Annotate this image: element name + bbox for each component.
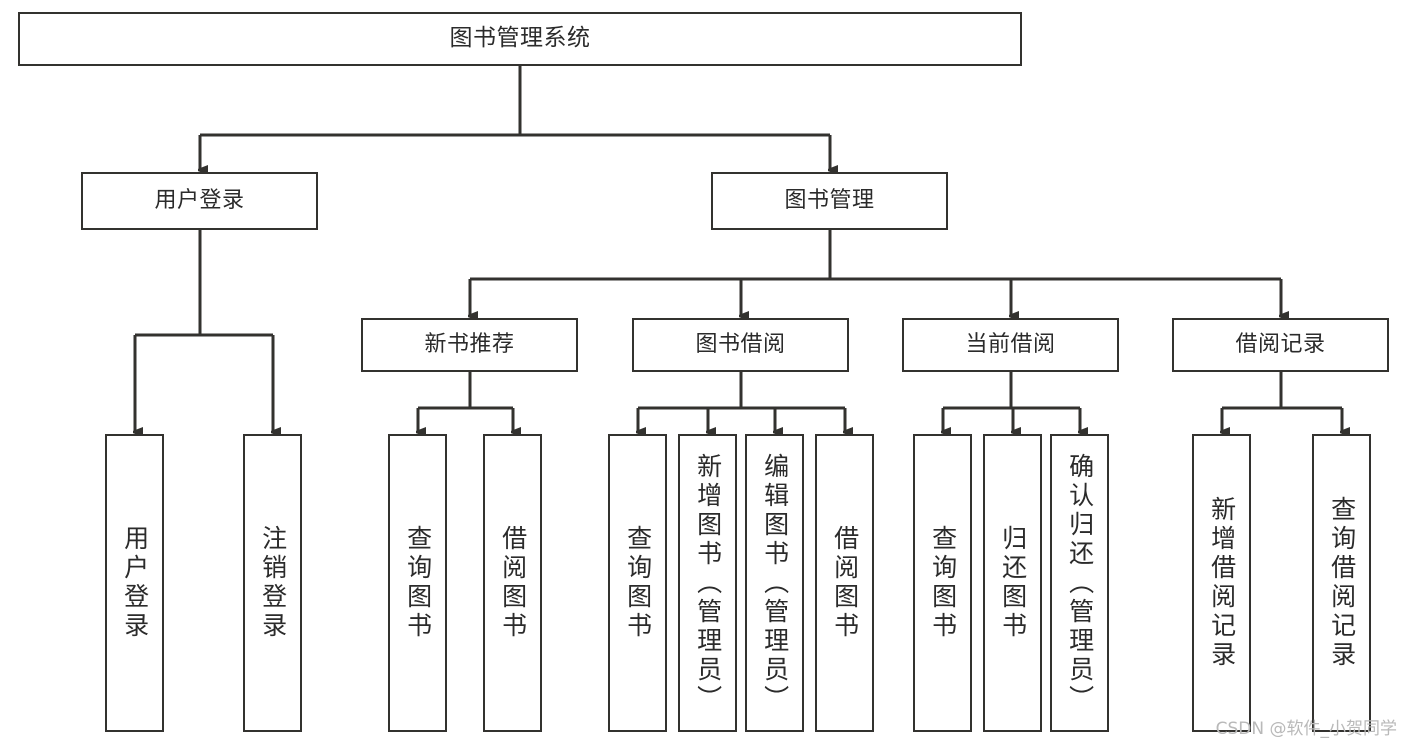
node-label: 查询借阅记录	[1327, 496, 1357, 670]
node-label: 确认归还（管理员）	[1065, 452, 1095, 714]
node-l_qbook2[interactable]: 查询图书	[608, 434, 667, 732]
node-label: 当前借阅	[965, 331, 1056, 357]
node-l_login[interactable]: 用户登录	[105, 434, 164, 732]
node-l_logout[interactable]: 注销登录	[243, 434, 302, 732]
node-bookmgmt[interactable]: 图书管理	[711, 172, 948, 230]
node-l_editbook[interactable]: 编辑图书（管理员）	[745, 434, 804, 732]
node-label: 借阅图书	[830, 525, 860, 641]
node-label: 新增借阅记录	[1207, 496, 1237, 670]
node-label: 图书管理系统	[449, 25, 591, 52]
node-l_addbook[interactable]: 新增图书（管理员）	[678, 434, 737, 732]
node-borrow[interactable]: 图书借阅	[632, 318, 849, 372]
node-l_return[interactable]: 归还图书	[983, 434, 1042, 732]
node-current[interactable]: 当前借阅	[902, 318, 1119, 372]
node-label: 借阅记录	[1235, 331, 1326, 357]
node-login[interactable]: 用户登录	[81, 172, 318, 230]
node-label: 归还图书	[998, 525, 1028, 641]
node-records[interactable]: 借阅记录	[1172, 318, 1389, 372]
node-root[interactable]: 图书管理系统	[18, 12, 1022, 66]
node-label: 新书推荐	[424, 331, 515, 357]
node-label: 查询图书	[623, 525, 653, 641]
node-label: 编辑图书（管理员）	[760, 452, 790, 714]
node-newbook[interactable]: 新书推荐	[361, 318, 578, 372]
node-label: 新增图书（管理员）	[693, 452, 723, 714]
node-label: 查询图书	[928, 525, 958, 641]
node-label: 注销登录	[258, 525, 288, 641]
node-label: 借阅图书	[498, 525, 528, 641]
node-label: 图书管理	[784, 187, 875, 213]
node-l_qbook1[interactable]: 查询图书	[388, 434, 447, 732]
node-l_qbook3[interactable]: 查询图书	[913, 434, 972, 732]
node-l_bbook2[interactable]: 借阅图书	[815, 434, 874, 732]
node-label: 图书借阅	[695, 331, 786, 357]
watermark: CSDN @软件_小贺同学	[1215, 719, 1397, 739]
node-l_addrec[interactable]: 新增借阅记录	[1192, 434, 1251, 732]
node-label: 用户登录	[154, 187, 245, 213]
node-l_confirm[interactable]: 确认归还（管理员）	[1050, 434, 1109, 732]
node-label: 查询图书	[403, 525, 433, 641]
node-l_qrec[interactable]: 查询借阅记录	[1312, 434, 1371, 732]
node-label: 用户登录	[120, 525, 150, 641]
node-l_bbook1[interactable]: 借阅图书	[483, 434, 542, 732]
